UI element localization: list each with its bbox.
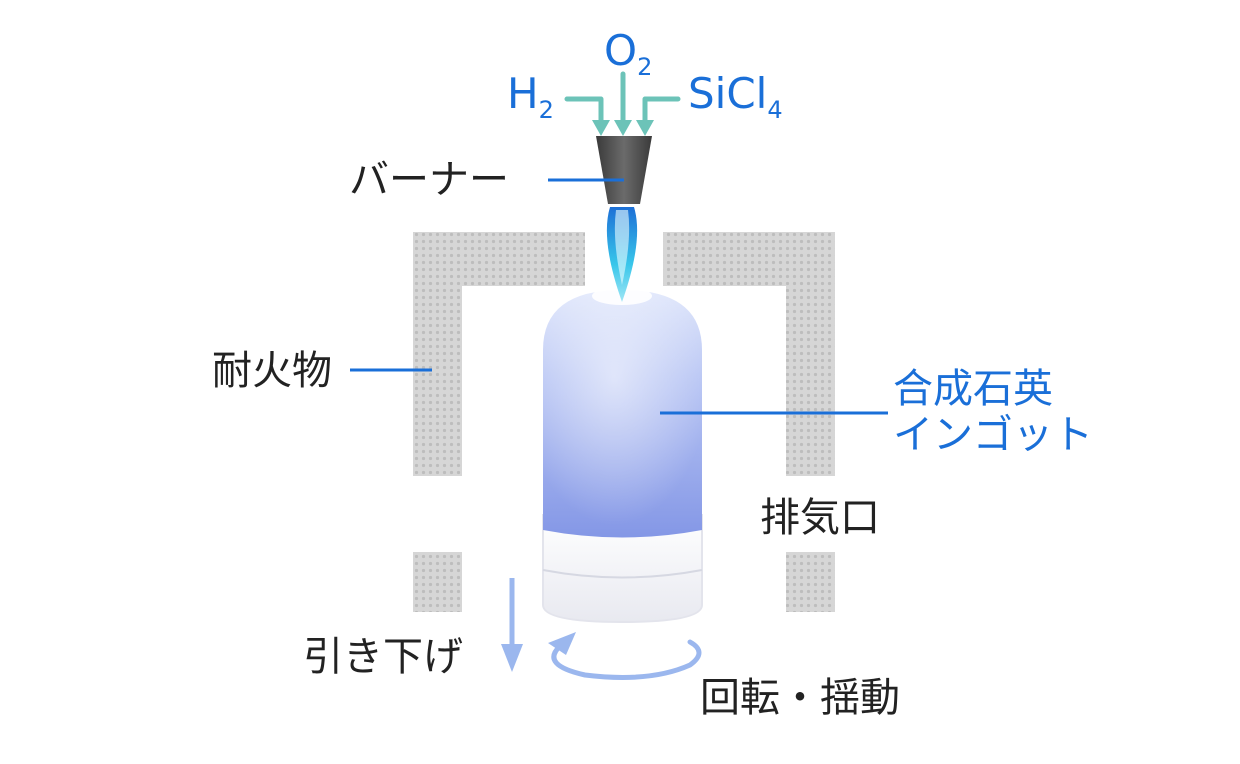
gas-arrowheads [592, 120, 654, 136]
leader-lines [350, 178, 888, 415]
ingot-label-line2: インゴット [893, 412, 1093, 458]
refractory-lower-left [413, 552, 462, 612]
gas-label-h2: H2 [507, 69, 554, 124]
burner-label: バーナー [349, 157, 509, 203]
ingot-base [542, 514, 703, 624]
pull-down-arrow [501, 578, 523, 672]
rotate-arrow [548, 632, 702, 680]
gas-label-sicl4: SiCl4 [688, 69, 783, 124]
gas-feed-arrows [564, 71, 681, 127]
ingot-label: 合成石英 インゴット [893, 366, 1093, 458]
rotate-label: 回転・揺動 [700, 675, 900, 721]
ingot-body [543, 287, 702, 538]
refractory-label: 耐火物 [212, 348, 332, 394]
ingot-label-line1: 合成石英 [893, 366, 1053, 412]
refractory-right [663, 232, 835, 476]
refractory-left [413, 232, 585, 476]
exhaust-label: 排気口 [760, 495, 880, 541]
burner [596, 136, 652, 204]
pull-down-label: 引き下げ [303, 634, 463, 680]
refractory-lower-right [786, 552, 835, 612]
gas-label-o2: O2 [604, 26, 653, 81]
